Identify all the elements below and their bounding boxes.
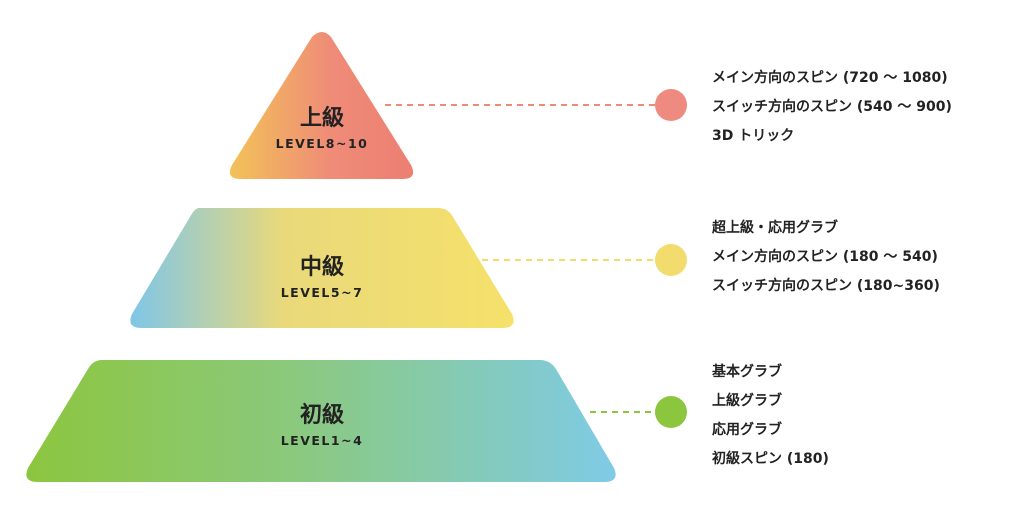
tier-title-top: 上級: [300, 105, 344, 131]
description-item: スイッチ方向のスピン (180~360): [712, 278, 940, 294]
tier-title-middle: 中級: [300, 254, 344, 280]
description-item: メイン方向のスピン (180 〜 540): [712, 249, 938, 265]
description-item: スイッチ方向のスピン (540 〜 900): [712, 99, 952, 115]
marker-dot-middle: [655, 244, 687, 276]
pyramid-middle-tier: [130, 208, 514, 328]
description-item: 応用グラブ: [712, 422, 782, 438]
tier-level-top: LEVEL8~10: [276, 136, 369, 151]
tier-description-middle: 超上級・応用グラブ メイン方向のスピン (180 〜 540) スイッチ方向のス…: [712, 214, 940, 301]
description-item: 3D トリック: [712, 128, 795, 144]
description-item: 初級スピン (180): [712, 451, 829, 467]
description-item: 超上級・応用グラブ: [712, 220, 838, 236]
marker-dot-bottom: [655, 396, 687, 428]
marker-dot-top: [655, 89, 687, 121]
pyramid-top-tier: [229, 32, 414, 179]
tier-title-bottom: 初級: [300, 402, 344, 428]
description-item: メイン方向のスピン (720 〜 1080): [712, 70, 948, 86]
tier-description-bottom: 基本グラブ 上級グラブ 応用グラブ 初級スピン (180): [712, 358, 829, 474]
description-item: 上級グラブ: [712, 393, 782, 409]
tier-level-bottom: LEVEL1~4: [281, 433, 364, 448]
description-item: 基本グラブ: [712, 364, 782, 380]
tier-description-top: メイン方向のスピン (720 〜 1080) スイッチ方向のスピン (540 〜…: [712, 64, 952, 151]
pyramid-bottom-tier: [26, 360, 616, 482]
tier-level-middle: LEVEL5~7: [281, 285, 364, 300]
